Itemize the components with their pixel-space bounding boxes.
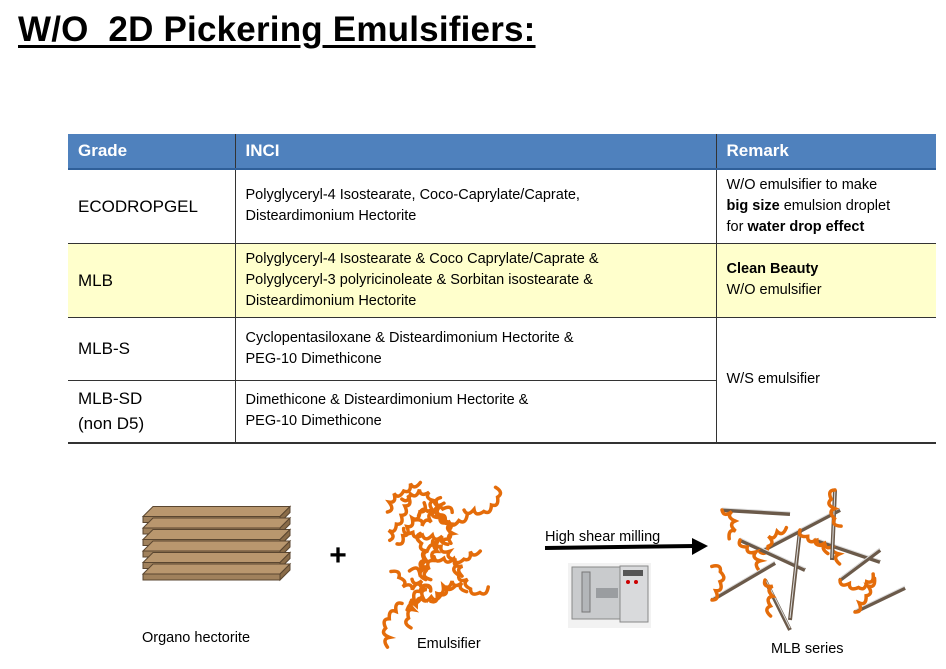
inci-text: Disteardimonium Hectorite	[245, 208, 417, 225]
inci-text: Disteardimonium Hectorite	[245, 292, 417, 309]
table-row: ECODROPGEL Polyglyceryl-4 Isostearate, Co…	[68, 169, 936, 244]
remark-cell: W/O emulsifier to make big size emulsion …	[715, 169, 936, 244]
remark-text: W/O emulsifier to make	[726, 176, 878, 193]
emulsifier-chains-icon	[381, 480, 503, 649]
inci-text: Polyglyceryl-4 Isostearate & Coco Capryl…	[245, 250, 599, 267]
inci-text: Dimethicone & Disteardimonium Hectorite …	[245, 392, 529, 409]
grade-cell: ECODROPGEL	[68, 169, 235, 244]
grade-cell: MLB-S	[68, 317, 235, 381]
inci-cell: Cyclopentasiloxane & Disteardimonium Hec…	[234, 317, 716, 381]
grade-text: (non D5)	[78, 414, 145, 434]
grade-text: MLB-S	[78, 339, 130, 358]
grade-text: MLB	[78, 270, 113, 290]
remark-text: W/O emulsifier	[726, 282, 822, 298]
remark-text: emulsion droplet	[779, 197, 891, 214]
grade-cell: MLB	[68, 243, 235, 318]
label-mlb-series: MLB series	[771, 641, 844, 657]
process-diagram: + High shear milling	[141, 480, 906, 649]
header-grade: Grade	[68, 134, 235, 170]
grade-text: ECODROPGEL	[78, 196, 198, 216]
inci-text: Cyclopentasiloxane & Disteardimonium Hec…	[245, 329, 574, 346]
inci-cell: Polyglyceryl-4 Isostearate, Coco-Capryla…	[234, 169, 716, 244]
remark-cell: W/S emulsifier	[715, 317, 936, 444]
grade-text: MLB-SD	[78, 389, 143, 409]
label-organo-hectorite: Organo hectorite	[142, 630, 251, 646]
header-remark: Remark	[715, 134, 936, 170]
remark-text: W/S emulsifier	[726, 371, 820, 388]
remark-text: for	[726, 218, 748, 235]
plus-sign: +	[329, 539, 347, 572]
inci-cell: Dimethicone & Disteardimonium Hectorite …	[234, 380, 716, 444]
remark-text: water drop effect	[747, 218, 865, 235]
header-inci: INCI	[234, 134, 716, 170]
label-emulsifier: Emulsifier	[417, 636, 481, 652]
milling-machine-icon	[568, 563, 651, 628]
table-row: MLB-SD (non D5) Dimethicone & Disteardimon…	[68, 380, 936, 444]
table-row: MLB-S Cyclopentasiloxane & Disteardimoniu…	[68, 317, 936, 444]
mlb-series-icon	[710, 487, 906, 631]
arrow-icon	[544, 538, 708, 555]
inci-text: Polyglyceryl-4 Isostearate, Coco-Capryla…	[245, 187, 580, 204]
inci-cell: Polyglyceryl-4 Isostearate & Coco Capryl…	[234, 243, 716, 318]
process-label: High shear milling	[545, 529, 660, 545]
grade-cell: MLB-SD (non D5)	[68, 380, 235, 444]
page-title: W/O 2D Pickering Emulsifiers:	[18, 10, 536, 49]
inci-text: PEG-10 Dimethicone	[245, 413, 382, 430]
remark-text: Clean Beauty	[726, 261, 819, 277]
inci-text: Polyglyceryl-3 polyricinoleate & Sorbita…	[245, 271, 593, 288]
table-row: MLB Polyglyceryl-4 Isostearate & Coco Cap…	[68, 243, 936, 318]
inci-text: PEG-10 Dimethicone	[245, 350, 382, 367]
emulsifier-table: Grade INCI Remark ECODROPGEL Polyglyceryl…	[68, 134, 936, 444]
table-header-row: Grade INCI Remark	[68, 134, 936, 170]
organo-hectorite-plates-icon	[141, 505, 292, 582]
remark-text: big size	[726, 197, 780, 214]
